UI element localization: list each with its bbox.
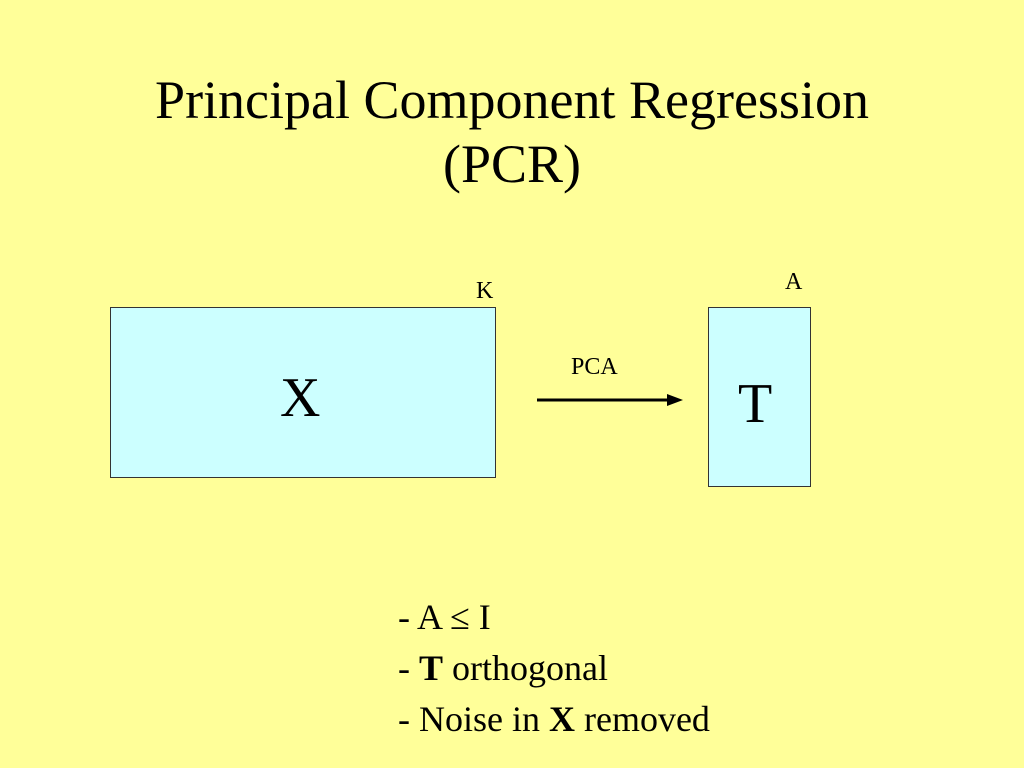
bullet-text: A ≤ I (417, 597, 491, 637)
bullet-text: orthogonal (443, 648, 608, 688)
t-matrix-dimension-label: A (785, 269, 803, 295)
bullet-item: - T orthogonal (398, 643, 710, 694)
t-matrix-box (708, 307, 811, 487)
title-line-2: (PCR) (442, 134, 582, 194)
bullet-prefix: - (398, 597, 418, 637)
bullet-item: - Noise in X removed (398, 694, 710, 745)
x-matrix-dimension-label: K (476, 278, 494, 304)
title-line-1: Principal Component Regression (155, 70, 869, 130)
bullet-prefix: - (398, 648, 419, 688)
pca-arrow-label: PCA (571, 354, 618, 380)
bullet-list: - A ≤ I - T orthogonal - Noise in X remo… (398, 592, 710, 745)
slide-title: Principal Component Regression (PCR) (0, 68, 1024, 196)
bullet-prefix: - Noise in (398, 699, 549, 739)
t-matrix-label: T (738, 373, 773, 435)
bullet-bold-term: T (419, 648, 444, 688)
arrow-head (667, 394, 683, 406)
bullet-text: removed (574, 699, 710, 739)
bullet-bold-term: X (548, 699, 575, 739)
x-matrix-box (110, 307, 496, 478)
bullet-item: - A ≤ I (398, 592, 710, 643)
pca-arrow (537, 394, 683, 406)
x-matrix-label: X (280, 367, 321, 429)
